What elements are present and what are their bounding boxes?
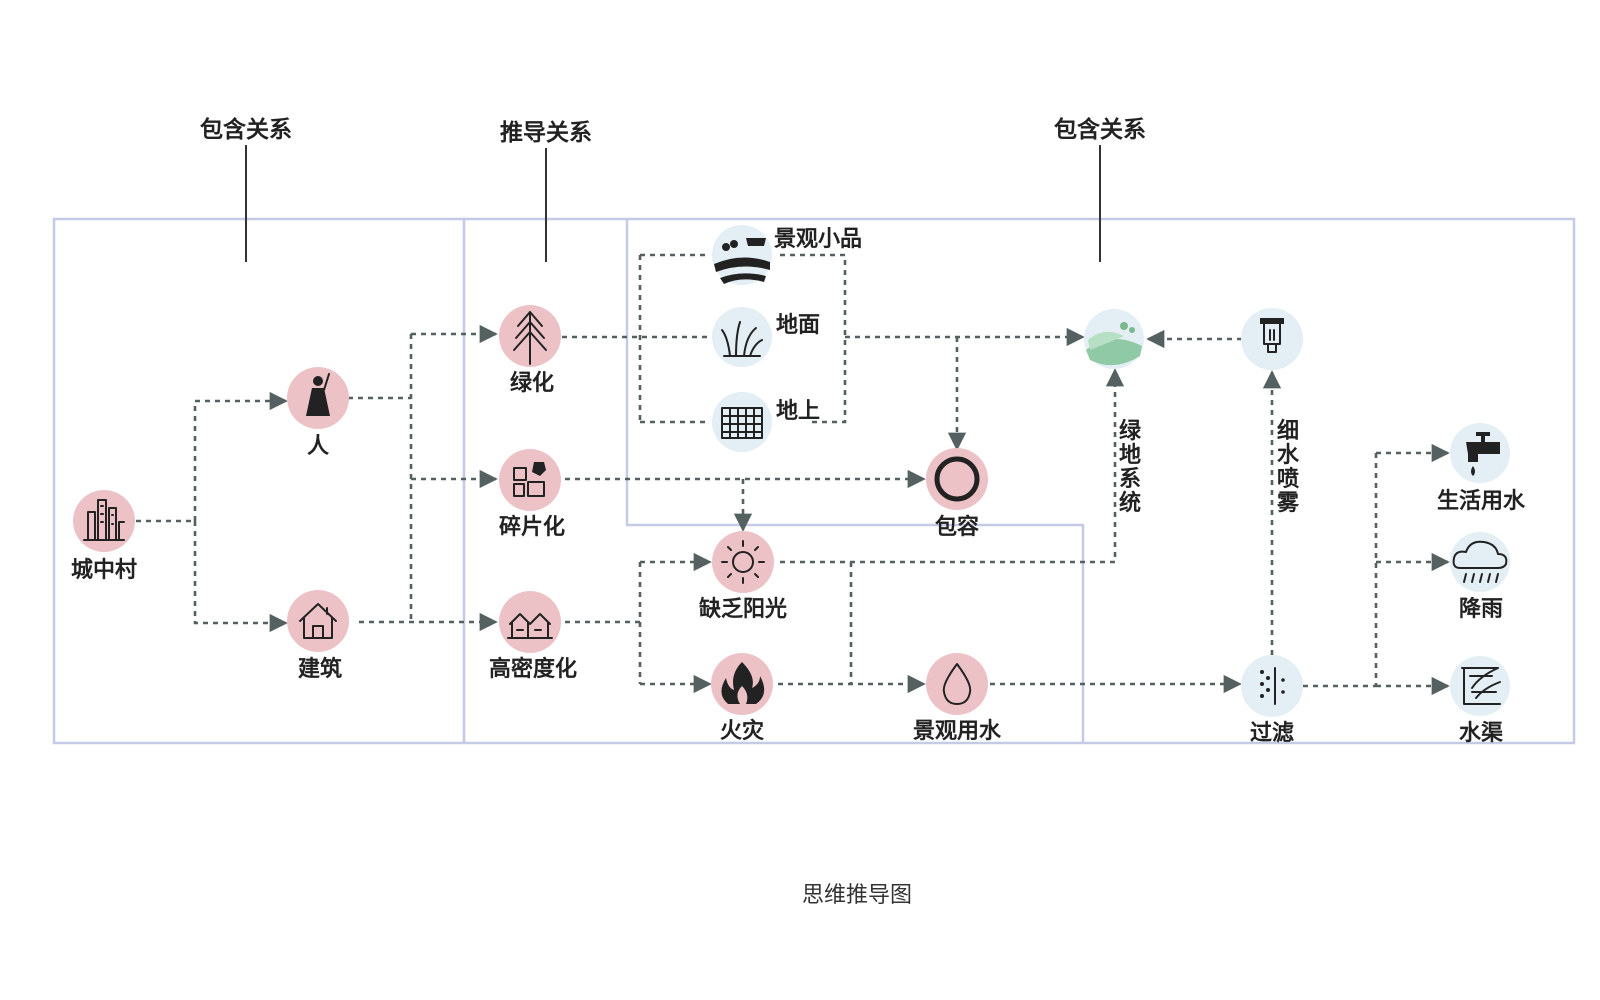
node-rainfall: 降雨 (1450, 532, 1510, 622)
node-green-system (1084, 309, 1144, 369)
frame-left (52, 217, 466, 745)
mist-char-2: 水 (1277, 443, 1300, 468)
node-people-label: 人 (307, 434, 329, 459)
node-domestic-water-label: 生活用水 (1437, 489, 1526, 514)
node-lack-sunlight: 缺乏阳光 (699, 531, 787, 622)
house-icon (299, 603, 337, 639)
node-building: 建筑 (287, 590, 349, 682)
node-sprinkler-circle (1241, 308, 1303, 370)
relation-label-right: 包含关系 (1054, 116, 1146, 143)
node-fragmentation-label: 碎片化 (499, 514, 565, 540)
nodes: 城中村 人 建筑 绿化 (71, 225, 1526, 746)
node-high-density-label: 高密度化 (489, 656, 577, 682)
figure-caption: 思维推导图 (802, 883, 912, 908)
frames (52, 217, 1576, 745)
node-ground: 地面 (712, 307, 820, 367)
person-icon (306, 373, 330, 416)
roof-tiles-icon (721, 407, 763, 439)
node-high-density: 高密度化 (489, 591, 577, 682)
grass-icon (721, 321, 763, 357)
green-system-char-4: 统 (1119, 490, 1141, 516)
landscape-field-icon (714, 238, 770, 284)
connector-sunlight-to-green-system (780, 368, 1125, 564)
pine-tree-icon (513, 311, 547, 365)
skyscrapers-icon (83, 499, 125, 541)
connector-village-people (193, 391, 288, 521)
puzzle-icon (513, 462, 546, 497)
node-tolerance-label: 包容 (935, 514, 979, 540)
node-canal-circle (1450, 656, 1510, 716)
sprinkler-icon (1260, 318, 1284, 353)
node-lack-sunlight-label: 缺乏阳光 (699, 596, 787, 622)
node-fragmentation-circle (499, 449, 561, 511)
canal-icon (1461, 667, 1501, 705)
flame-icon (721, 662, 765, 704)
connector-village-building (193, 521, 288, 633)
node-tolerance: 包容 (926, 448, 988, 540)
filter-icon (1260, 667, 1285, 705)
node-canal: 水渠 (1450, 656, 1510, 746)
node-landscape-water-label: 景观用水 (913, 719, 1002, 744)
node-landscape-water: 景观用水 (913, 653, 1002, 744)
connectors (136, 253, 1450, 696)
green-system-char-1: 绿 (1119, 418, 1142, 444)
ring-icon (934, 456, 980, 502)
node-fire: 火灾 (711, 653, 773, 744)
node-rainfall-label: 降雨 (1459, 597, 1503, 622)
relation-labels: 包含关系 推导关系 包含关系 (200, 116, 1146, 262)
node-fragmentation: 碎片化 (499, 449, 565, 540)
node-above-ground: 地上 (712, 392, 820, 452)
node-filter-label: 过滤 (1250, 721, 1294, 746)
node-urban-village-label: 城中村 (71, 557, 137, 583)
node-ground-label: 地面 (776, 313, 820, 338)
node-ground-circle (712, 307, 772, 367)
node-filter-circle (1241, 655, 1303, 717)
node-greening: 绿化 (499, 305, 561, 396)
relation-label-left: 包含关系 (200, 116, 292, 143)
connector-right-bracket (780, 253, 847, 424)
node-domestic-water: 生活用水 (1437, 423, 1526, 514)
water-drop-icon (942, 663, 972, 705)
node-high-density-circle (499, 591, 561, 653)
green-hills-icon (1086, 322, 1142, 366)
node-urban-village: 城中村 (71, 490, 137, 583)
houses-icon (507, 613, 553, 639)
frame-middle (462, 217, 1576, 745)
node-building-circle (287, 590, 349, 652)
node-building-label: 建筑 (298, 656, 342, 682)
edge-labels: 绿 地 系 统 细 水 喷 雾 (1119, 418, 1300, 516)
mist-char-3: 喷 (1277, 467, 1299, 492)
node-fire-label: 火灾 (720, 718, 765, 744)
node-sprinkler (1241, 308, 1303, 370)
mist-char-4: 雾 (1277, 491, 1300, 516)
node-canal-label: 水渠 (1459, 720, 1503, 746)
green-system-char-3: 系 (1119, 467, 1141, 492)
green-system-char-2: 地 (1119, 443, 1141, 468)
node-landscape-items-label: 景观小品 (774, 227, 862, 252)
rain-cloud-icon (1452, 540, 1508, 583)
node-filter: 过滤 (1241, 655, 1303, 746)
node-landscape-water-circle (926, 653, 988, 715)
sun-icon (721, 540, 765, 584)
frame-inner (625, 219, 1085, 743)
node-greening-label: 绿化 (510, 370, 554, 396)
node-above-ground-label: 地上 (776, 399, 820, 424)
relation-label-middle: 推导关系 (500, 119, 592, 146)
faucet-icon (1466, 432, 1500, 476)
mist-char-1: 细 (1277, 418, 1299, 444)
node-landscape-items: 景观小品 (712, 225, 862, 285)
node-people: 人 (287, 367, 349, 459)
